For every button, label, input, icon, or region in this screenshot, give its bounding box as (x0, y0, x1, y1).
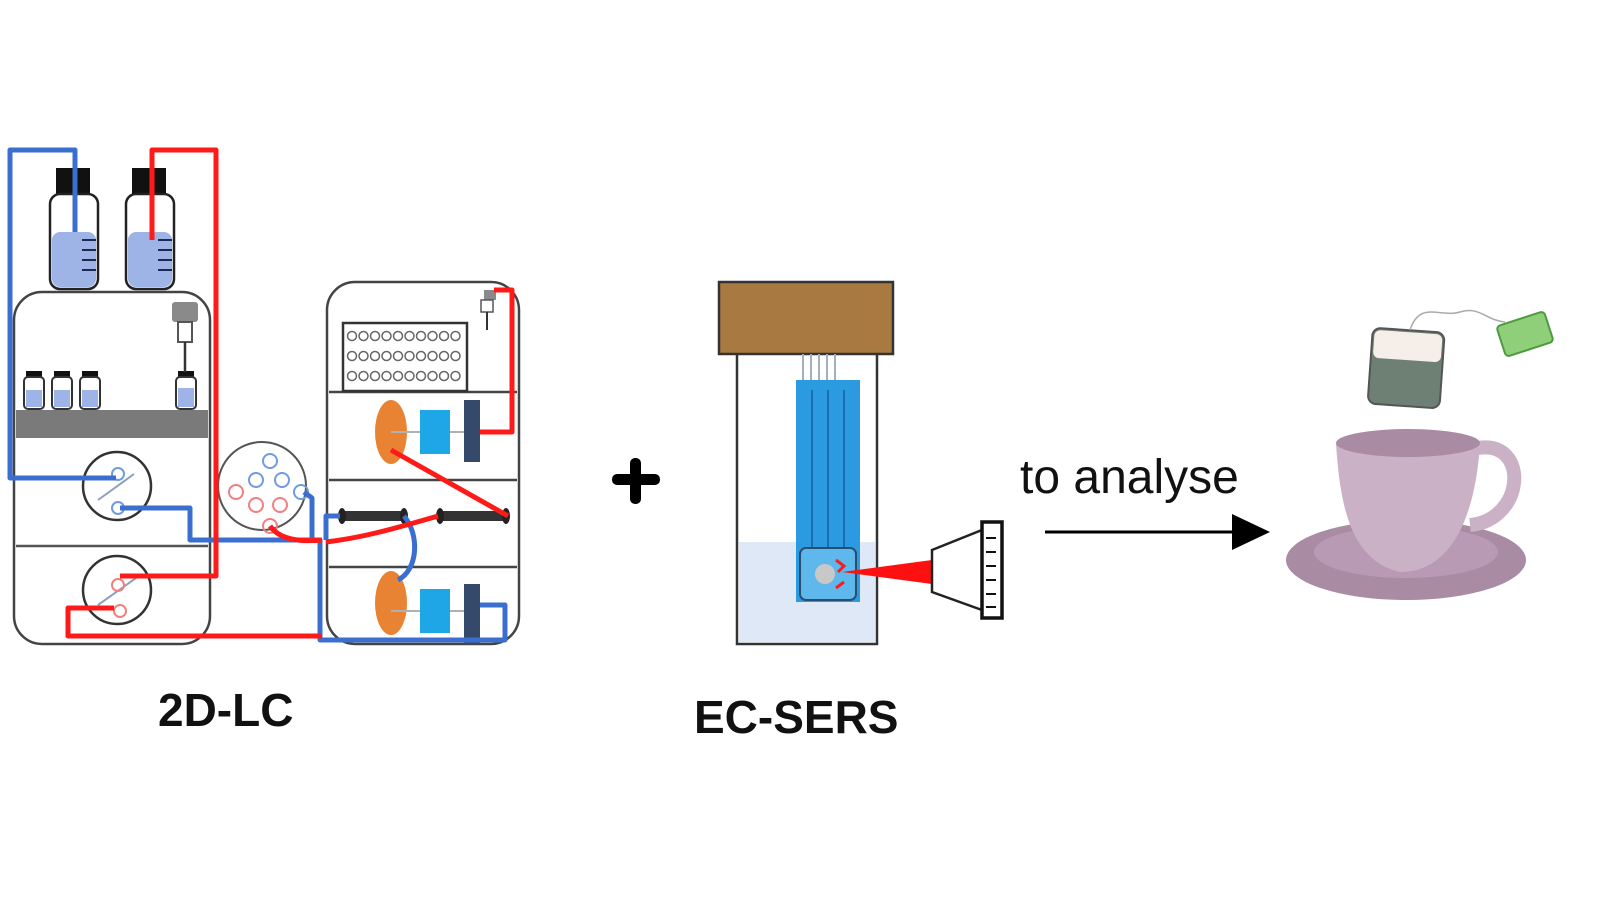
well (404, 350, 415, 362)
ec-sers-cell (717, 280, 1004, 646)
detector-bottom (464, 584, 480, 644)
well (381, 330, 392, 342)
well (392, 370, 404, 382)
detector-top (464, 400, 480, 462)
cup-body (1336, 444, 1480, 572)
valve-second-dimension (81, 554, 153, 626)
arrow-caption: to analyse (1020, 451, 1239, 504)
autosampler-needle (172, 302, 198, 372)
solvent-bottle-b (124, 168, 176, 291)
raman-detector (980, 520, 1004, 620)
well (450, 370, 461, 382)
raman-objective (930, 528, 984, 612)
well (346, 370, 358, 382)
well (427, 330, 438, 342)
autosampler-tray-bar (16, 410, 208, 438)
well (427, 350, 438, 362)
well (358, 370, 369, 382)
laser-beam (842, 560, 932, 584)
well (438, 350, 450, 362)
well (404, 370, 415, 382)
tea-sample (1286, 309, 1554, 600)
sers-label: EC-SERS (694, 691, 899, 743)
well (346, 350, 358, 362)
tea-tag (1496, 311, 1554, 357)
second-needle (480, 290, 496, 330)
column-oven-top (420, 410, 450, 454)
cup-handle (1468, 440, 1522, 532)
well (415, 350, 427, 362)
well (404, 330, 415, 342)
valve-first-dimension (81, 450, 153, 522)
cell-cap (717, 280, 895, 356)
column-oven-bottom (420, 589, 450, 633)
well (450, 350, 461, 362)
well (427, 370, 438, 382)
arrow-right-icon (1045, 514, 1270, 550)
well (438, 330, 450, 342)
electrode-contacts (802, 354, 836, 380)
well (392, 350, 404, 362)
well (358, 350, 369, 362)
well (450, 330, 461, 342)
cup-rim (1336, 429, 1480, 457)
tea-bag (1367, 327, 1446, 409)
well (369, 350, 381, 362)
lc-label: 2D-LC (158, 684, 294, 736)
well (415, 370, 427, 382)
well (369, 330, 381, 342)
well (438, 370, 450, 382)
well (358, 330, 369, 342)
working-electrode (815, 564, 835, 584)
well-plate (341, 321, 469, 393)
sample-vials (23, 371, 197, 410)
plus-icon (612, 458, 660, 504)
second-dimension-flow-line (65, 147, 515, 639)
pump-head-bottom (375, 571, 407, 635)
well (392, 330, 404, 342)
tea-bag-string (1409, 309, 1506, 331)
lc-system (7, 147, 521, 646)
switching-valve (217, 441, 309, 534)
well (346, 330, 358, 342)
well (381, 370, 392, 382)
well (415, 330, 427, 342)
well (369, 370, 381, 382)
well (381, 350, 392, 362)
